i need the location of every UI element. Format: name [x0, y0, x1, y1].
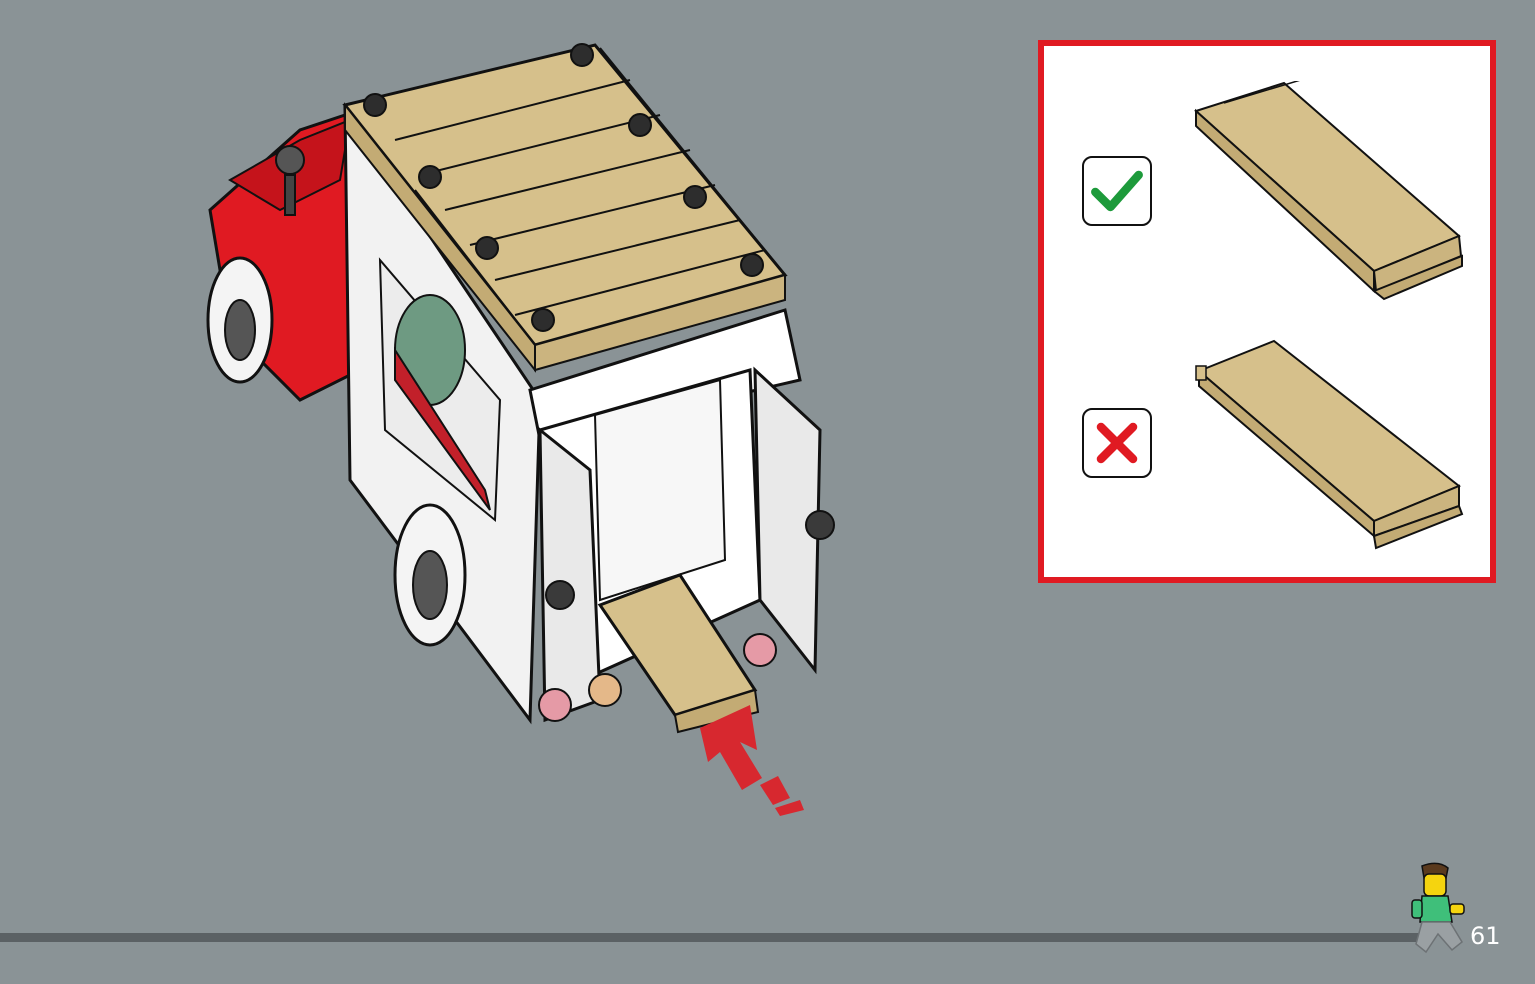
front-wheel — [206, 256, 274, 384]
footer-bar — [0, 933, 1420, 942]
cargo-area — [538, 366, 835, 723]
checkmark-icon — [1091, 170, 1143, 212]
inserted-plate — [597, 573, 760, 734]
truck-roof — [342, 43, 788, 373]
incorrect-orientation-badge — [1082, 408, 1152, 478]
minifigure-icon — [1411, 862, 1465, 954]
taillights — [538, 633, 777, 722]
correct-orientation-badge — [1082, 156, 1152, 226]
page-number: 61 — [1470, 922, 1501, 950]
orientation-callout — [1038, 40, 1496, 583]
incorrect-plate-stack — [1195, 339, 1464, 550]
correct-plate-stack — [1194, 81, 1463, 301]
arrow-up-icon — [700, 705, 804, 816]
truck-body — [343, 104, 802, 725]
cross-icon — [1096, 422, 1138, 464]
rear-wheel — [393, 503, 467, 647]
